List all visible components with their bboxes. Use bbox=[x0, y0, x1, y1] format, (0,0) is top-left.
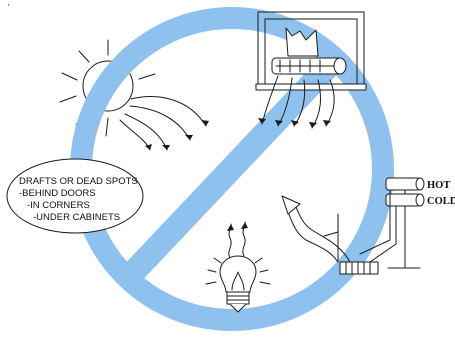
window-heater-icon bbox=[255, 11, 367, 129]
hot-cold-pipes-icon: HOT COLD bbox=[281, 177, 455, 275]
corner-mark: ' bbox=[8, 3, 10, 12]
callout-line-3: -IN CORNERS bbox=[27, 200, 90, 211]
cold-label: COLD bbox=[427, 196, 455, 207]
sun-icon bbox=[59, 39, 209, 151]
light-bulb-icon bbox=[205, 221, 271, 313]
callout-line-1: DRAFTS OR DEAD SPOTS bbox=[19, 176, 138, 187]
callout-line-4: -UNDER CABINETS bbox=[33, 212, 120, 223]
callout-line-2: -BEHIND DOORS bbox=[19, 188, 96, 199]
hot-label: HOT bbox=[427, 180, 450, 191]
drafts-callout: DRAFTS OR DEAD SPOTS -BEHIND DOORS -IN C… bbox=[6, 158, 144, 234]
